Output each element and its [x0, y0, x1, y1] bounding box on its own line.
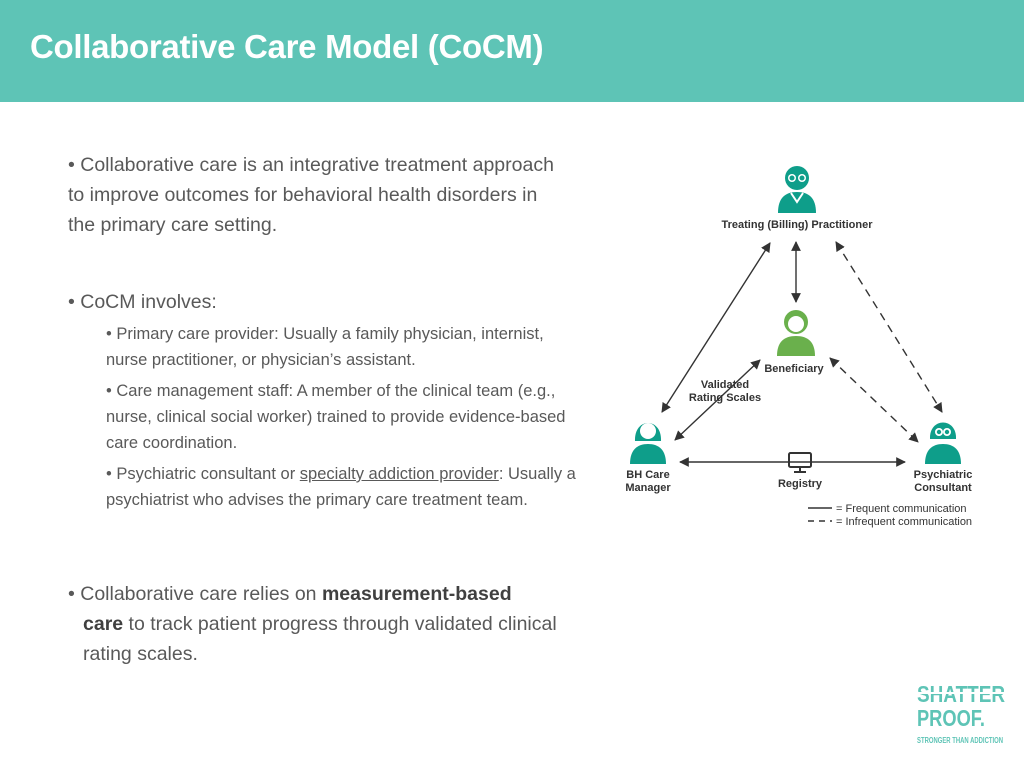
bullet3-suffix: to track patient progress through valida… [83, 613, 557, 665]
validated-rating-scales-label-1: Validated [701, 379, 749, 391]
bullet3-bold-care: care [83, 613, 124, 635]
bullet-cocm-involves: • CoCM involves: [68, 291, 217, 313]
dashed-arrow-beneficiary-psychiatric [829, 357, 919, 443]
sub-bullet-psychiatric-consultant: • Psychiatric consultant or specialty ad… [106, 461, 576, 513]
bh-care-manager-icon [630, 423, 666, 464]
practitioner-icon [778, 166, 816, 213]
psychiatric-consultant-icon [925, 422, 961, 464]
bullet3-bold-measurement: measurement-based [321, 583, 512, 605]
specialty-addiction-provider-link[interactable]: specialty addiction provider [299, 465, 499, 483]
beneficiary-icon [777, 310, 815, 356]
sub-bullet-care-management: • Care management staff: A member of the… [106, 382, 566, 452]
bh-care-manager-label-2: Manager [625, 482, 671, 494]
sub3-prefix: • Psychiatric consultant or [106, 465, 300, 483]
bullet-definition: • Collaborative care is an integrative t… [68, 154, 554, 236]
sub3-suffix: : Usually a psychiatrist who advises the… [106, 465, 576, 509]
logo-tagline: STRONGER THAN ADDICTION [917, 736, 1003, 745]
legend-frequent: = Frequent communication [836, 503, 967, 515]
cocm-diagram: Treating (Billing) Practitioner Benefici… [625, 166, 973, 528]
page-title: Collaborative Care Model (CoCM) [30, 28, 544, 65]
bh-care-manager-label-1: BH Care [626, 469, 669, 481]
beneficiary-label: Beneficiary [764, 363, 824, 375]
dashed-arrow-practitioner-psychiatric [835, 241, 943, 413]
practitioner-label: Treating (Billing) Practitioner [722, 219, 874, 231]
diagram-legend: = Frequent communication = Infrequent co… [808, 503, 972, 528]
psychiatric-consultant-label-1: Psychiatric [914, 469, 973, 481]
logo-line-2: PROOF. [917, 705, 985, 731]
shatterproof-logo: SHATTER PROOF. STRONGER THAN ADDICTION [916, 681, 1006, 745]
arrow-bh-manager-beneficiary [674, 359, 761, 441]
sub-bullet-primary-care: • Primary care provider: Usually a famil… [106, 325, 544, 369]
legend-infrequent: = Infrequent communication [836, 516, 972, 528]
registry-label: Registry [778, 478, 823, 490]
psychiatric-consultant-label-2: Consultant [914, 482, 972, 494]
title-bar: Collaborative Care Model (CoCM) [0, 0, 1024, 102]
bullet-measurement-based-care: • Collaborative care relies on measureme… [68, 579, 568, 669]
bullet3-prefix: • Collaborative care relies on [68, 583, 322, 605]
